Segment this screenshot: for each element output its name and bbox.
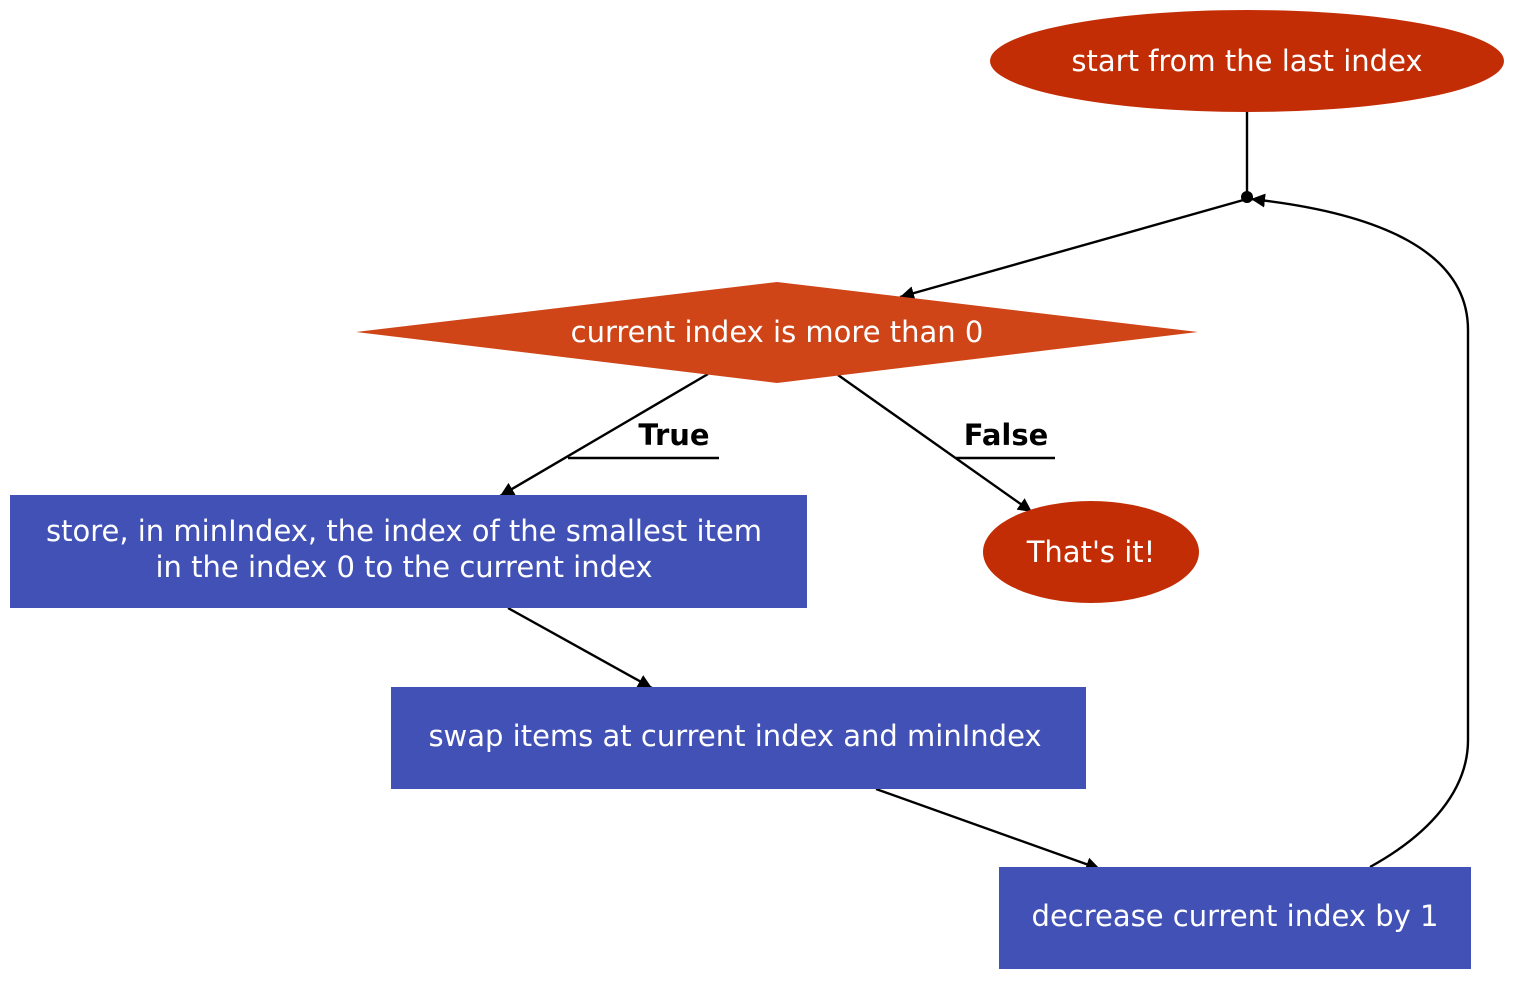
swap-node-label: swap items at current index and minIndex [428,719,1041,753]
edge-junction-to-decision [899,197,1248,300]
done-node [983,501,1199,603]
false-edge-label: False [964,418,1049,452]
decrease-node [999,867,1471,969]
store-node [10,495,807,608]
store-node-label-line2: in the index 0 to the current index [155,550,652,584]
decision-node-label: current index is more than 0 [571,315,984,349]
edge-swap-to-decrease [875,787,1101,871]
edge-decision-to-store [499,372,709,498]
edge-store-to-swap [507,606,653,690]
done-node-label: That's it! [1026,535,1156,569]
swap-node [391,687,1086,789]
edge-decision-to-done [837,374,1033,513]
edge-decrease-loop-back [1250,193,1470,869]
start-node-label: start from the last index [1071,44,1422,78]
decrease-node-label: decrease current index by 1 [1032,899,1439,933]
decision-node [356,282,1198,383]
start-node [990,10,1504,112]
true-edge-label: True [638,418,709,452]
store-node-label-line1: store, in minIndex, the index of the sma… [46,514,762,548]
